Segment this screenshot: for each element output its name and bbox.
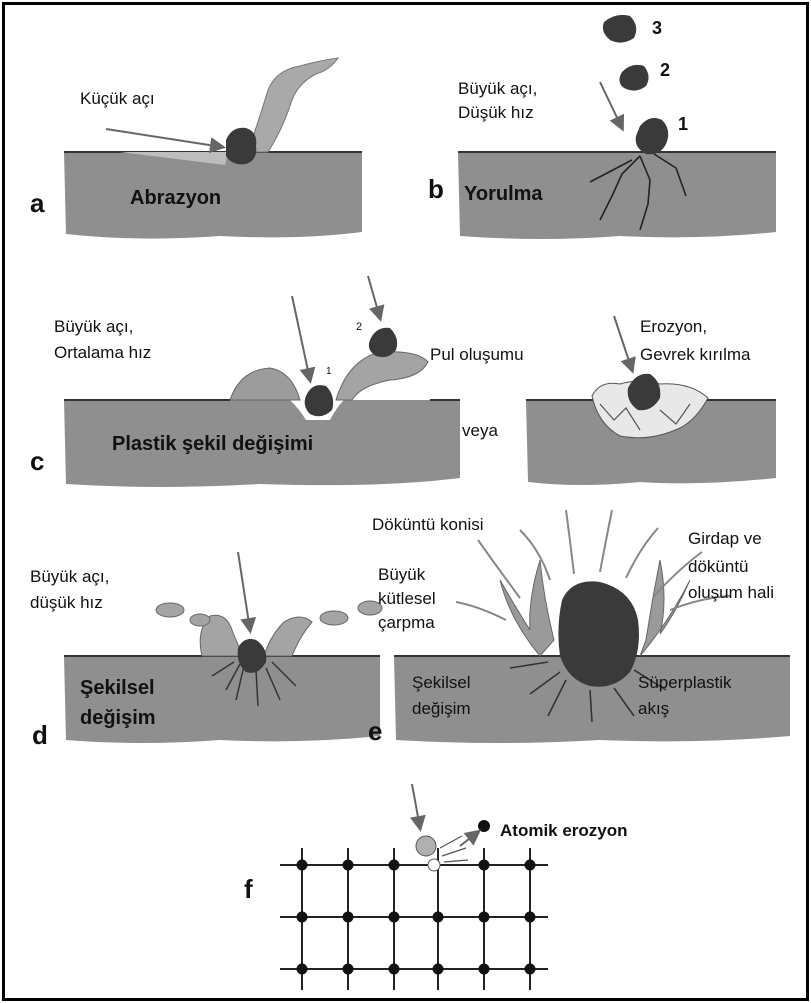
panel-e-flow-label-1: Süperplastik bbox=[638, 673, 732, 692]
lattice-atom bbox=[479, 964, 490, 975]
panel-a: Küçük açı Abrazyon a bbox=[30, 58, 362, 239]
panel-a-particle bbox=[226, 128, 256, 165]
panel-c-or-label: veya bbox=[462, 421, 498, 440]
panel-c-tiny-1: 1 bbox=[326, 366, 332, 377]
lattice-atom bbox=[433, 912, 444, 923]
lattice-atom bbox=[297, 860, 308, 871]
panel-c-particle-2 bbox=[369, 328, 397, 357]
panel-e-vortex-label-3: oluşum hali bbox=[688, 583, 774, 602]
panel-c-erosion-label-1: Erozyon, bbox=[640, 317, 707, 336]
panel-a-chip bbox=[248, 58, 338, 152]
lattice-atom bbox=[479, 912, 490, 923]
lattice-atom bbox=[389, 964, 400, 975]
lattice-atom bbox=[525, 912, 536, 923]
panel-e-particle bbox=[558, 581, 639, 686]
panel-b-particle-2 bbox=[619, 65, 648, 91]
panel-c: 1 2 Büyük açı, Ortalama hız Pul oluşumu … bbox=[30, 276, 776, 487]
panel-e-vortex-label-1: Girdap ve bbox=[688, 529, 762, 548]
panel-e-letter: e bbox=[368, 716, 382, 746]
panel-a-letter: a bbox=[30, 188, 45, 218]
panel-b-angle-label-2: Düşük hız bbox=[458, 103, 534, 122]
panel-e-deform-label-1: Şekilsel bbox=[412, 673, 471, 692]
panel-d-title-1: Şekilsel bbox=[80, 677, 155, 699]
panel-c-title: Plastik şekil değişimi bbox=[112, 433, 313, 455]
panel-a-title: Abrazyon bbox=[130, 187, 221, 209]
panel-a-angle-label: Küçük açı bbox=[80, 89, 155, 108]
panel-e: Döküntü konisi Büyük kütlesel çarpma Gir… bbox=[368, 510, 790, 746]
panel-e-mass-label-2: kütlesel bbox=[378, 589, 436, 608]
panel-d: Büyük açı, düşük hız Şekilsel değişim d bbox=[30, 552, 382, 750]
panel-f-label: Atomik erozyon bbox=[500, 821, 628, 840]
panel-e-flow-label-2: akış bbox=[638, 699, 669, 718]
panel-f-ejected-atom bbox=[478, 820, 490, 832]
lattice-atom bbox=[389, 860, 400, 871]
panel-c-angle-label-2: Ortalama hız bbox=[54, 343, 151, 362]
panel-b-impact-2: 2 bbox=[660, 60, 670, 80]
panel-b-impact-3: 3 bbox=[652, 18, 662, 38]
panel-f-letter: f bbox=[244, 874, 253, 904]
panel-c-erosion-label-2: Gevrek kırılma bbox=[640, 345, 751, 364]
panel-d-letter: d bbox=[32, 720, 48, 750]
panel-b-impact-1: 1 bbox=[678, 114, 688, 134]
panel-e-mass-label-1: Büyük bbox=[378, 565, 426, 584]
lattice-atom bbox=[343, 860, 354, 871]
lattice-atom bbox=[389, 912, 400, 923]
panel-e-deform-label-2: değişim bbox=[412, 699, 471, 718]
panel-b-letter: b bbox=[428, 174, 444, 204]
panel-b: 1 2 3 Büyük açı, Düşük hız Yorulma b bbox=[428, 15, 776, 239]
panel-c-letter: c bbox=[30, 446, 44, 476]
lattice-atom bbox=[297, 964, 308, 975]
panel-b-title: Yorulma bbox=[464, 183, 543, 205]
panel-d-angle-label-2: düşük hız bbox=[30, 593, 103, 612]
lattice-atom bbox=[525, 860, 536, 871]
panel-e-mass-label-3: çarpma bbox=[378, 613, 435, 632]
panel-b-angle-label-1: Büyük açı, bbox=[458, 79, 537, 98]
panel-e-cone-label: Döküntü konisi bbox=[372, 515, 484, 534]
panel-c-angle-label-1: Büyük açı, bbox=[54, 317, 133, 336]
panel-b-particle-3 bbox=[603, 15, 636, 43]
panel-c-particle-1 bbox=[305, 385, 333, 416]
lattice-atom bbox=[525, 964, 536, 975]
panel-f: Atomik erozyon f bbox=[244, 784, 628, 990]
panel-f-lattice bbox=[280, 848, 548, 990]
panel-f-vacancy bbox=[428, 859, 440, 871]
lattice-atom bbox=[433, 964, 444, 975]
panel-c-flake-label: Pul oluşumu bbox=[430, 345, 524, 364]
lattice-atom bbox=[479, 860, 490, 871]
lattice-atom bbox=[343, 912, 354, 923]
panel-e-vortex-label-2: döküntü bbox=[688, 557, 749, 576]
lattice-atom bbox=[297, 912, 308, 923]
panel-c-tiny-2: 2 bbox=[356, 321, 362, 333]
panel-f-impact-atom bbox=[416, 836, 436, 856]
lattice-atom bbox=[343, 964, 354, 975]
panel-d-angle-label-1: Büyük açı, bbox=[30, 567, 109, 586]
panel-d-title-2: değişim bbox=[80, 707, 156, 729]
panel-b-particle-1 bbox=[636, 118, 669, 154]
